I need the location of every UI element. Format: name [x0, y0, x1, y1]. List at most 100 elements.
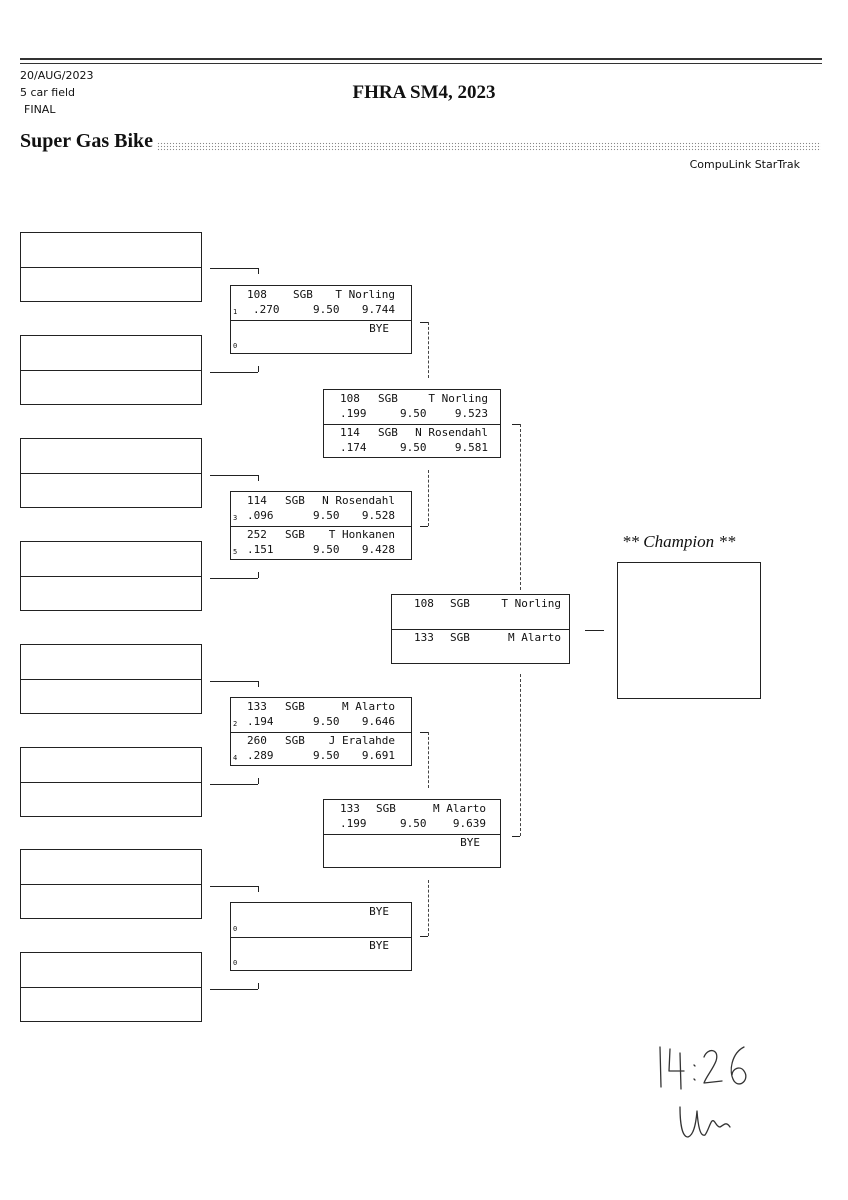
reaction-time: .096: [247, 509, 274, 522]
connector: [428, 880, 429, 936]
car-class: SGB: [450, 631, 470, 644]
connector: [428, 732, 429, 788]
connector: [210, 989, 258, 990]
reaction-time: .289: [247, 749, 274, 762]
lane-number: 4: [233, 754, 238, 762]
racer-name: BYE: [460, 836, 480, 849]
connector: [258, 572, 259, 578]
car-number: 114: [247, 494, 267, 507]
reaction-time: .174: [340, 441, 367, 454]
class-title: Super Gas Bike: [20, 130, 153, 152]
car-number: 133: [247, 700, 267, 713]
car-class: SGB: [450, 597, 470, 610]
connector: [428, 470, 429, 526]
dial-in: 9.50: [313, 715, 340, 728]
connector: [210, 475, 258, 476]
car-number: 252: [247, 528, 267, 541]
car-class: SGB: [285, 700, 305, 713]
connector: [420, 322, 428, 323]
round2-match-4: BYE 0 BYE 0: [230, 902, 412, 971]
software-credit: CompuLink StarTrak: [689, 158, 800, 171]
connector: [512, 836, 520, 837]
connector: [258, 778, 259, 784]
round1-box-1: [20, 232, 202, 302]
field-size: 5 car field: [20, 86, 76, 99]
dial-in: 9.50: [313, 303, 340, 316]
racer-name: BYE: [369, 905, 389, 918]
reaction-time: .151: [247, 543, 274, 556]
round2-match-2: 114 SGB N Rosendahl 3 .096 9.50 9.528 25…: [230, 491, 412, 560]
racer-name: M Alarto: [433, 802, 486, 815]
round1-box-8: [20, 952, 202, 1022]
round3-match-2: 133 SGB M Alarto .199 9.50 9.639 BYE: [323, 799, 501, 868]
round-label: FINAL: [24, 103, 56, 116]
car-class: SGB: [285, 494, 305, 507]
connector: [420, 526, 428, 527]
event-title: FHRA SM4, 2023: [352, 82, 496, 103]
elapsed-time: 9.523: [454, 407, 488, 420]
round2-match-3: 133 SGB M Alarto 2 .194 9.50 9.646 260 S…: [230, 697, 412, 766]
connector: [210, 268, 258, 269]
car-number: 260: [247, 734, 267, 747]
car-class: SGB: [378, 426, 398, 439]
elapsed-time: 9.581: [454, 441, 488, 454]
racer-name: N Rosendahl: [415, 426, 488, 439]
car-class: SGB: [378, 392, 398, 405]
reaction-time: .199: [340, 817, 367, 830]
champion-label: ** Champion **: [622, 532, 736, 551]
reaction-time: .194: [247, 715, 274, 728]
elapsed-time: 9.646: [361, 715, 395, 728]
racer-name: N Rosendahl: [322, 494, 395, 507]
lane-number: 1: [233, 308, 238, 316]
racer-name: BYE: [369, 939, 389, 952]
reaction-time: .270: [253, 303, 280, 316]
round1-box-6: [20, 747, 202, 817]
connector: [420, 732, 428, 733]
round3-match-1: 108 SGB T Norling .199 9.50 9.523 114 SG…: [323, 389, 501, 458]
connector: [585, 630, 604, 631]
car-class: SGB: [376, 802, 396, 815]
lane-number: 0: [233, 925, 238, 933]
round1-box-3: [20, 438, 202, 508]
lane-number: 2: [233, 720, 238, 728]
car-number: 133: [340, 802, 360, 815]
lane-number: 3: [233, 514, 238, 522]
elapsed-time: 9.691: [361, 749, 395, 762]
dial-in: 9.50: [400, 407, 427, 420]
car-number: 114: [340, 426, 360, 439]
connector: [520, 424, 521, 590]
header-rule-thick: [20, 58, 822, 60]
racer-name: M Alarto: [342, 700, 395, 713]
connector: [258, 268, 259, 274]
connector: [520, 674, 521, 836]
elapsed-time: 9.744: [361, 303, 395, 316]
connector: [258, 681, 259, 687]
racer-name: T Honkanen: [328, 528, 395, 541]
dial-in: 9.50: [400, 441, 427, 454]
racer-name: T Norling: [501, 597, 561, 610]
round1-box-7: [20, 849, 202, 919]
dotted-title-fill: [157, 142, 821, 151]
elapsed-time: 9.528: [361, 509, 395, 522]
racer-name: T Norling: [335, 288, 395, 301]
connector: [210, 886, 258, 887]
header-rule-thin: [20, 63, 822, 64]
car-number: 133: [414, 631, 434, 644]
connector: [428, 322, 429, 378]
event-date: 20/AUG/2023: [20, 69, 94, 82]
final-match: 108 SGB T Norling 133 SGB M Alarto: [391, 594, 570, 664]
lane-number: 5: [233, 548, 238, 556]
car-class: SGB: [293, 288, 313, 301]
lane-number: 0: [233, 342, 238, 350]
dial-in: 9.50: [313, 509, 340, 522]
connector: [258, 983, 259, 989]
connector: [258, 475, 259, 481]
reaction-time: .199: [340, 407, 367, 420]
connector: [258, 366, 259, 372]
racer-name: J Eralahde: [328, 734, 395, 747]
round1-box-4: [20, 541, 202, 611]
round1-box-5: [20, 644, 202, 714]
round1-box-2: [20, 335, 202, 405]
elapsed-time: 9.639: [452, 817, 486, 830]
connector: [210, 681, 258, 682]
